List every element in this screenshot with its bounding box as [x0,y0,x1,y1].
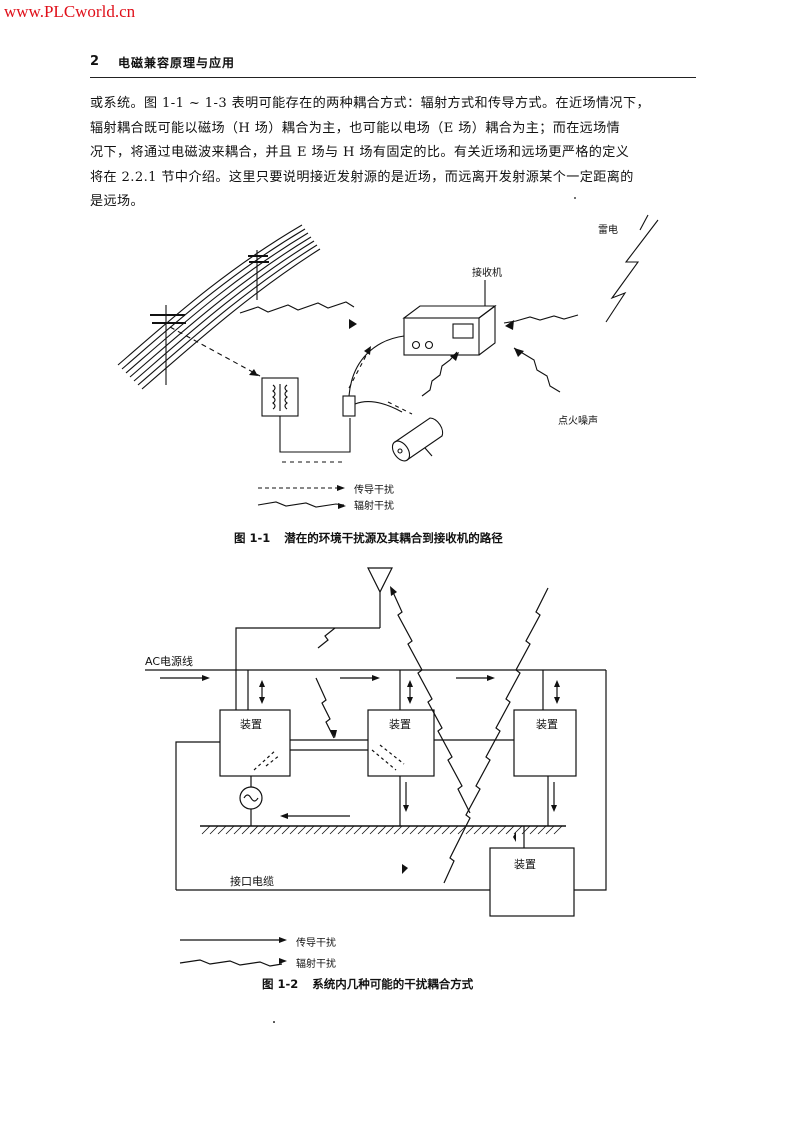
legend-radiated-label: 辐射干扰 [354,501,394,512]
paragraph-line: 或系统。图 1-1 ~ 1-3 表明可能存在的两种耦合方式：辐射方式和传导方式。… [90,96,650,111]
figure-1-2-diagram [145,567,607,967]
legend-conducted-label: 传导干扰 [354,485,394,496]
legend2-radiated-label: 辐射干扰 [296,959,336,970]
conducted-arrows [160,675,560,819]
device-1-label: 装置 [240,718,262,731]
caption-text: 系统内几种可能的干扰耦合方式 [312,977,474,991]
header-rule [90,77,696,78]
receiver-cable [348,335,405,397]
print-speck [273,1021,275,1023]
interface-cable-left [175,741,220,890]
arrowhead [364,346,371,355]
figure-2-legend [179,937,287,967]
internal-coupling-1b [265,754,281,767]
ac-power-line-right [574,670,607,891]
device-2-label: 装置 [389,718,411,731]
ac-line-label: AC电源线 [145,655,194,668]
receiver-label: 接收机 [472,268,502,279]
radiated-interference-paths [315,586,549,884]
conducted-path-motor [387,401,413,415]
internal-coupling-2 [371,749,397,771]
page-number: 2 [90,54,100,69]
utility-pole-near [150,305,186,385]
caption-text: 潜在的环境干扰源及其耦合到接收机的路径 [284,531,503,545]
internal-coupling-2b [379,744,405,765]
paragraph-line: 况下，将通过电磁波来耦合，并且 E 场与 H 场有固定的比。有关近场和远场更严格… [90,145,630,160]
arrowhead [513,832,516,842]
conducted-wire [279,416,351,453]
receiver-cable-to-motor [354,401,403,413]
power-lines [117,224,321,390]
device-box-3 [513,709,577,777]
receiver-icon [402,280,497,356]
legend2-conducted-label: 传导干扰 [296,938,336,949]
transformer-icon [261,377,299,417]
watermark: www.PLCworld.cn [4,2,136,21]
lightning-icon [605,214,659,323]
arrowhead [249,369,258,376]
connector-box [342,395,356,417]
print-speck [574,197,576,199]
figure-1-legend [257,485,346,509]
device-box-2 [367,709,435,777]
body-paragraph: 或系统。图 1-1 ~ 1-3 表明可能存在的两种耦合方式：辐射方式和传导方式。… [90,92,696,215]
antenna-feed-line [235,627,380,710]
ground-hatching [201,825,563,835]
interface-cable-label: 接口电缆 [230,875,274,888]
lightning-label: 雷电 [598,225,618,236]
utility-pole-far [248,250,269,300]
paragraph-line: 辐射耦合既可能以磁场（H 场）耦合为主，也可能以电场（E 场）耦合为主；而在远场… [90,120,621,136]
device-4-label: 装置 [514,858,536,871]
paragraph-line: 将在 2.2.1 节中介绍。这里只要说明接近发射源的是近场，而远离开发射源某个一… [90,169,634,185]
motor-icon [391,417,444,462]
figure-1-1-diagram [117,214,659,509]
antenna-icon [367,567,393,628]
device-box-4 [489,847,575,917]
device-3-label: 装置 [536,718,558,731]
conducted-path-up [348,351,369,389]
caption-number: 图 1-1 [234,531,271,545]
internal-coupling-1 [253,749,277,771]
book-title: 电磁兼容原理与应用 [118,56,236,70]
figure-1-2-caption: 图 1-2 系统内几种可能的干扰耦合方式 [262,976,473,992]
figure-1-1-caption: 图 1-1 潜在的环境干扰源及其耦合到接收机的路径 [234,530,503,546]
sine-glyph [243,794,259,802]
device-box-1 [219,709,291,777]
caption-number: 图 1-2 [262,977,299,991]
paragraph-line: 是远场。 [90,194,144,209]
conducted-path-pole-transformer [169,326,261,377]
spark-noise-label: 点火噪声 [558,416,598,427]
radiated-interference-waves [239,301,579,397]
